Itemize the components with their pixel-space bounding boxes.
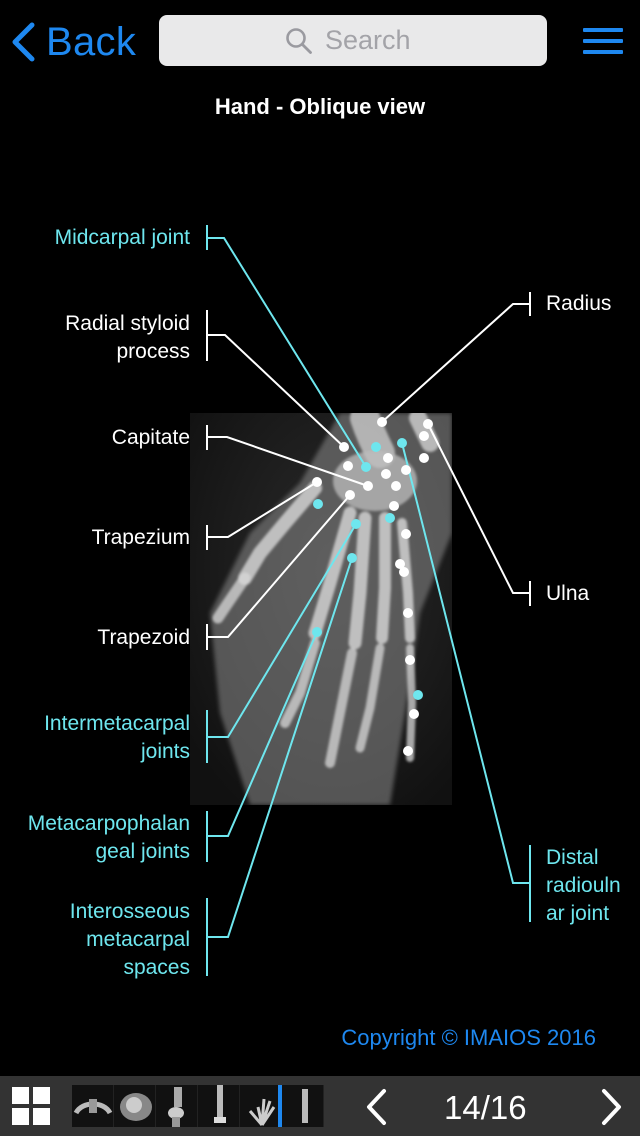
leader-intermetacarpal-joints bbox=[206, 523, 357, 763]
menu-button[interactable] bbox=[583, 28, 623, 58]
leader-midcarpal-joint bbox=[206, 225, 367, 468]
structure-markers-cyan bbox=[312, 438, 423, 700]
menu-icon-bar bbox=[583, 28, 623, 32]
thumbnail-image bbox=[302, 1089, 308, 1123]
grid-icon-cell bbox=[12, 1108, 29, 1125]
chevron-left-icon bbox=[367, 1089, 386, 1125]
label-capitate[interactable]: Capitate bbox=[111, 426, 190, 449]
thumbnail-3[interactable] bbox=[156, 1085, 198, 1127]
leader-trapezium bbox=[206, 481, 318, 550]
thumbnail-strip[interactable] bbox=[72, 1085, 326, 1127]
chevron-left-icon bbox=[12, 22, 35, 62]
leader-distal-radioulnar-joint bbox=[401, 442, 531, 922]
top-bar: Back bbox=[0, 0, 640, 84]
label-radius[interactable]: Radius bbox=[546, 292, 612, 315]
thumbnail-image bbox=[214, 1085, 226, 1123]
leader-ulna bbox=[427, 423, 531, 606]
search-icon bbox=[286, 27, 312, 54]
back-label: Back bbox=[46, 19, 137, 64]
leader-metacarpophalangeal-joints bbox=[206, 631, 318, 862]
search-bar[interactable] bbox=[159, 15, 547, 66]
structure-markers-white bbox=[312, 417, 433, 756]
label-radial-styloid-process[interactable]: Radial styloid process bbox=[65, 312, 190, 363]
thumbnail-image bbox=[248, 1098, 276, 1126]
page-indicator: 14/16 bbox=[444, 1089, 527, 1126]
thumbnail-1[interactable] bbox=[72, 1085, 114, 1127]
hand-xray-image[interactable] bbox=[190, 413, 452, 805]
label-midcarpal-joint[interactable]: Midcarpal joint bbox=[54, 226, 190, 249]
label-interosseous-metacarpal-spaces[interactable]: Interosseous metacarpal spaces bbox=[69, 900, 190, 979]
thumbnail-image bbox=[120, 1093, 152, 1121]
leader-radial-styloid-process bbox=[206, 310, 345, 448]
leader-trapezoid bbox=[206, 494, 351, 650]
thumbnail-4[interactable] bbox=[198, 1085, 240, 1127]
chevron-right-icon bbox=[602, 1089, 621, 1125]
leader-interosseous-metacarpal-spaces bbox=[206, 557, 353, 976]
bottom-toolbar: 14/16 bbox=[0, 1076, 640, 1136]
grid-view-button[interactable] bbox=[12, 1087, 50, 1125]
back-button[interactable]: Back bbox=[10, 18, 136, 66]
label-metacarpophalangeal-joints[interactable]: Metacarpophalan geal joints bbox=[27, 812, 190, 863]
grid-icon-cell bbox=[33, 1087, 50, 1104]
thumbnail-2[interactable] bbox=[114, 1085, 156, 1127]
leader-capitate bbox=[206, 425, 369, 487]
grid-icon-cell bbox=[33, 1108, 50, 1125]
menu-icon-bar bbox=[583, 39, 623, 43]
previous-image-button[interactable] bbox=[362, 1088, 392, 1126]
search-input[interactable] bbox=[325, 25, 421, 56]
thumbnail-image bbox=[168, 1087, 184, 1127]
label-ulna[interactable]: Ulna bbox=[546, 582, 590, 605]
page-title: Hand - Oblique view bbox=[214, 94, 426, 119]
grid-icon-cell bbox=[12, 1087, 29, 1104]
copyright-text: Copyright © IMAIOS 2016 bbox=[341, 1025, 596, 1050]
label-intermetacarpal-joints[interactable]: Intermetacarpal joints bbox=[44, 712, 190, 763]
label-trapezium[interactable]: Trapezium bbox=[91, 526, 190, 549]
thumbnail-image bbox=[73, 1099, 113, 1115]
thumbnail-6[interactable] bbox=[282, 1085, 324, 1127]
label-distal-radioulnar-joint[interactable]: Distal radiouln ar joint bbox=[546, 846, 621, 925]
menu-icon-bar bbox=[583, 50, 623, 54]
next-image-button[interactable] bbox=[596, 1088, 626, 1126]
leader-radius bbox=[381, 292, 531, 423]
thumbnail-5-current[interactable] bbox=[240, 1085, 282, 1127]
label-trapezoid[interactable]: Trapezoid bbox=[97, 626, 190, 649]
